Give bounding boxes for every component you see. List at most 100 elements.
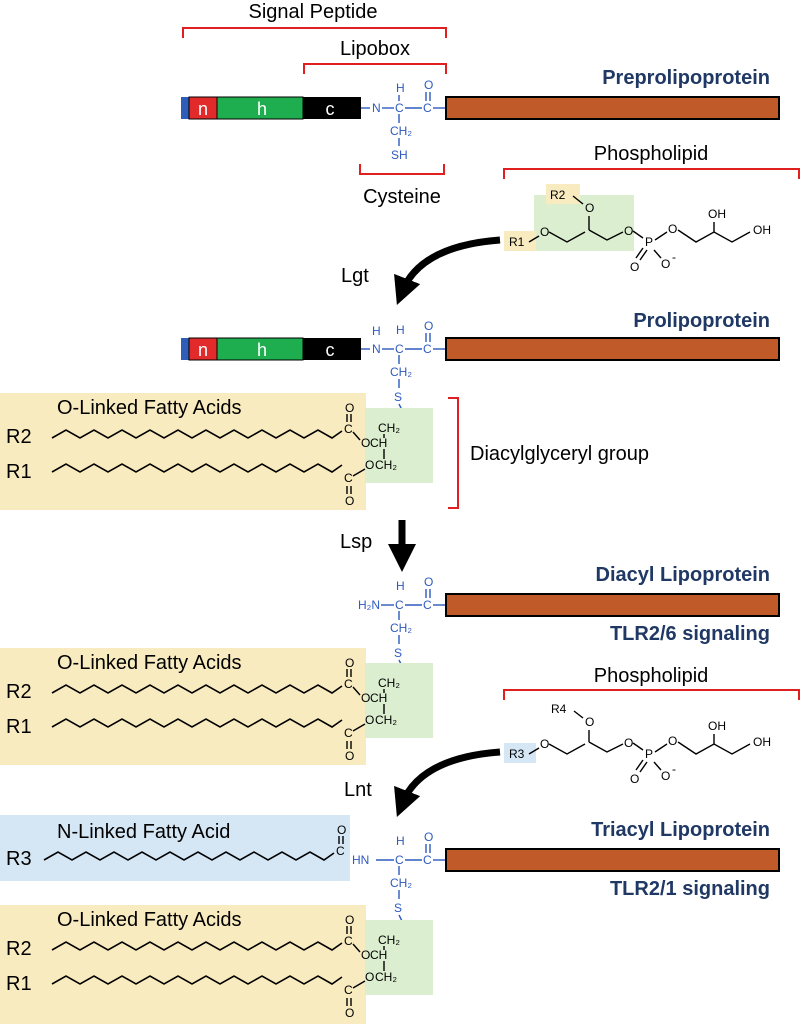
svg-text:O: O (345, 494, 354, 508)
svg-text:P: P (645, 747, 653, 761)
r2-chain-3 (51, 941, 343, 951)
c-region-segment (303, 97, 361, 119)
svg-text:C: C (423, 342, 432, 356)
svg-text:O: O (540, 225, 549, 239)
o-linked-label-3: O-Linked Fatty Acids (57, 909, 242, 931)
r1-chain-3 (51, 975, 343, 985)
r1-highlight (504, 231, 536, 251)
svg-text:O: O (624, 224, 633, 238)
svg-text:CH: CH (370, 436, 387, 450)
lnt-label: Lnt (344, 779, 372, 801)
signal-peptide-bar-2: n h c (181, 337, 361, 361)
svg-text:O: O (630, 260, 639, 274)
svg-text:OH: OH (708, 719, 726, 733)
protein-bar-1 (445, 96, 780, 120)
r2-chain-1 (51, 429, 343, 439)
r3-highlight (504, 743, 536, 763)
phospholipid-bracket-1 (503, 168, 800, 179)
r2-label-3: R2 (6, 938, 32, 960)
svg-text:N: N (372, 342, 381, 356)
svg-text:S: S (394, 646, 402, 660)
svg-text:C: C (395, 101, 404, 115)
phospholipid-label-2: Phospholipid (594, 665, 709, 687)
svg-text:C: C (344, 934, 353, 948)
signal-peptide-bracket (182, 27, 447, 38)
o-linked-fatty-acids-box-1 (0, 393, 366, 510)
phospholipid-molecule-1: R2 O R1 O O P O O O - OH OH (504, 184, 771, 274)
svg-text:O: O (661, 257, 670, 271)
svg-text:C: C (344, 983, 353, 997)
n-acyl-carbonyl-c: C (336, 844, 345, 858)
svg-text:O: O (365, 970, 374, 984)
svg-text:OH: OH (753, 223, 771, 237)
n-linked-fatty-acid-box (0, 815, 350, 881)
n-region-label: n (198, 99, 208, 119)
svg-text:CH₂: CH₂ (375, 713, 397, 727)
r3-chain (43, 851, 335, 861)
svg-text:H: H (372, 324, 381, 338)
svg-text:O: O (424, 78, 433, 92)
svg-text:CH₂: CH₂ (390, 365, 412, 379)
o-linked-label-2: O-Linked Fatty Acids (57, 652, 242, 674)
svg-text:HN: HN (352, 853, 369, 867)
protein-bar-2 (445, 337, 780, 361)
svg-text:H: H (396, 323, 405, 337)
svg-text:O: O (345, 913, 354, 927)
svg-text:C: C (344, 726, 353, 740)
signal-peptide-label: Signal Peptide (249, 1, 378, 23)
svg-text:CH₂: CH₂ (390, 876, 412, 890)
svg-text:C: C (423, 101, 432, 115)
svg-text:O: O (345, 656, 354, 670)
svg-text:OH: OH (753, 735, 771, 749)
svg-text:C: C (423, 598, 432, 612)
glyceryl-highlight-2 (365, 663, 433, 738)
svg-text:CH₂: CH₂ (375, 970, 397, 984)
svg-text:SH: SH (391, 148, 408, 162)
svg-text:C: C (423, 853, 432, 867)
svg-text:O: O (424, 830, 433, 844)
svg-text:C: C (344, 471, 353, 485)
glyceryl-ester-group-2: O C O CH CH₂ O CH₂ C O (344, 656, 400, 763)
svg-text:OH: OH (708, 207, 726, 221)
svg-text:R2: R2 (550, 188, 566, 202)
triacyl-lipoprotein-title: Triacyl Lipoprotein (591, 819, 770, 841)
svg-text:O: O (540, 737, 549, 751)
svg-text:O: O (585, 715, 594, 729)
diacylglyceryl-highlight (365, 408, 433, 483)
n-linked-label: N-Linked Fatty Acid (57, 821, 230, 843)
svg-text:-: - (672, 250, 676, 264)
svg-text:O: O (668, 222, 677, 236)
section-diacyl-lipoprotein: H₂N C H C O CH₂ S Diacyl Lipoprotein TLR… (0, 564, 800, 818)
cysteine-bracket (359, 164, 445, 175)
svg-text:H: H (396, 834, 405, 848)
diacylglyceryl-bracket (448, 397, 459, 509)
svg-text:C: C (395, 598, 404, 612)
r2-chain-2 (51, 684, 343, 694)
svg-text:CH: CH (370, 948, 387, 962)
phospholipid-label-1: Phospholipid (594, 143, 709, 165)
svg-text:R3: R3 (509, 747, 525, 761)
svg-text:O: O (361, 436, 370, 450)
svg-text:C: C (344, 677, 353, 691)
cysteine-residue-2: N H C H C O CH₂ S (361, 319, 446, 413)
r1-label-2: R1 (6, 716, 32, 738)
cysteine-residue-3: H₂N C H C O CH₂ S (358, 575, 446, 669)
svg-text:H₂N: H₂N (358, 598, 380, 612)
lipobox-label: Lipobox (340, 38, 410, 60)
r1-label-1: R1 (6, 461, 32, 483)
r1-chain-2 (51, 718, 343, 728)
preprolipoprotein-title: Preprolipoprotein (602, 67, 770, 89)
lgt-arrow (394, 236, 501, 306)
svg-text:P: P (645, 235, 653, 249)
phospholipid-bracket-2 (503, 689, 800, 700)
glycerol-highlight-1 (534, 195, 634, 251)
svg-text:R4: R4 (551, 702, 567, 716)
cysteine-label: Cysteine (363, 186, 441, 208)
svg-text:CH₂: CH₂ (375, 458, 397, 472)
svg-text:N: N (372, 101, 381, 115)
r3-label: R3 (6, 848, 32, 870)
section-prolipoprotein: n h c N H C H C O CH₂ S Prolipoprotei (0, 310, 780, 572)
r1-chain-1 (51, 463, 343, 473)
signal-peptide-bar: n h c (181, 96, 361, 120)
svg-text:O: O (624, 736, 633, 750)
